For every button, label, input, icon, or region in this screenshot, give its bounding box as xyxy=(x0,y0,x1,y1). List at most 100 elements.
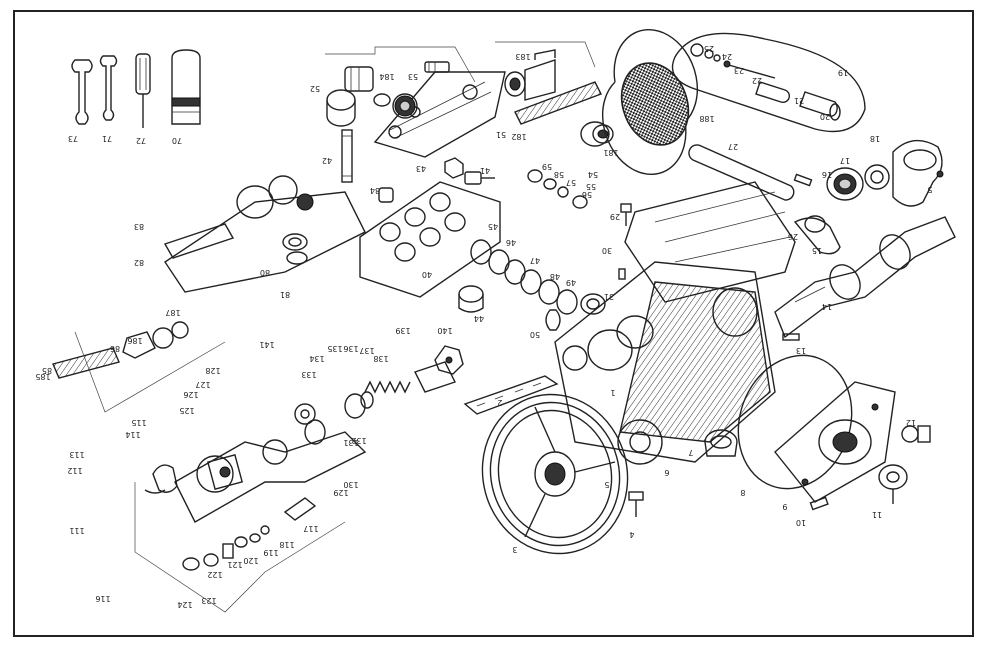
part-label-52: 52 xyxy=(310,84,320,93)
part-label-9: 9 xyxy=(782,502,787,511)
part-label-14: 14 xyxy=(822,302,832,311)
part-label-120: 120 xyxy=(243,556,258,565)
part-label-86: 86 xyxy=(110,344,120,353)
label-plate-82 xyxy=(163,223,235,259)
part-label-81: 81 xyxy=(280,290,290,299)
cylinder-27 xyxy=(688,144,795,201)
part-label-24: 24 xyxy=(722,52,732,61)
part-label-13: 13 xyxy=(796,346,806,355)
unloader-body-83 xyxy=(164,175,366,293)
part-label-137: 137 xyxy=(359,346,374,355)
filter-screen-188 xyxy=(601,28,699,176)
part-label-56: 56 xyxy=(582,190,592,199)
clip-50 xyxy=(545,309,561,331)
lance-117 xyxy=(283,497,317,521)
oil-plug-11 xyxy=(878,464,908,504)
part-label-80: 80 xyxy=(260,268,270,277)
part-label-30: 30 xyxy=(602,246,612,255)
rod-42 xyxy=(341,129,353,183)
oil-cover-plate-29 xyxy=(624,181,796,303)
part-label-3: 3 xyxy=(512,545,517,554)
small-parts-118-124 xyxy=(182,525,270,571)
part-label-72: 72 xyxy=(136,136,146,145)
part-label-124: 124 xyxy=(177,600,192,609)
part-label-115: 115 xyxy=(131,418,146,427)
part-label-31: 31 xyxy=(604,292,614,301)
part-label-16: 16 xyxy=(822,170,832,179)
valve-plug-52 xyxy=(326,89,356,127)
part-label-83: 83 xyxy=(134,222,144,231)
seal-134 xyxy=(344,391,374,419)
part-label-128: 128 xyxy=(205,366,220,375)
part-label-5: 5 xyxy=(604,480,609,489)
part-label-184: 184 xyxy=(379,72,394,81)
part-label-125: 125 xyxy=(179,406,194,415)
base-2 xyxy=(463,375,559,415)
part-label-15: 15 xyxy=(812,246,822,255)
part-label-112: 112 xyxy=(67,466,82,475)
part-label-117: 117 xyxy=(303,524,318,533)
part-label-41: 41 xyxy=(480,166,490,175)
oring-81 xyxy=(286,251,308,265)
end-cover-18 xyxy=(892,139,944,207)
part-label-183: 183 xyxy=(515,52,530,61)
part-label-17: 17 xyxy=(840,156,850,165)
part-label-42: 42 xyxy=(322,156,332,165)
pin-22 xyxy=(723,60,776,79)
part-label-122: 122 xyxy=(207,570,222,579)
tool-puller-70 xyxy=(171,49,201,125)
part-label-182: 182 xyxy=(511,132,526,141)
handwheel-140 xyxy=(434,345,464,375)
part-label-29: 29 xyxy=(610,212,620,221)
part-label-49: 49 xyxy=(566,278,576,287)
part-label-140: 140 xyxy=(437,326,452,335)
part-label-188: 188 xyxy=(699,114,714,123)
part-label-21: 21 xyxy=(794,96,804,105)
part-label-130: 130 xyxy=(343,480,358,489)
part-label-129: 129 xyxy=(333,488,348,497)
part-label-55: 55 xyxy=(586,182,596,191)
part-label-18: 18 xyxy=(870,134,880,143)
bolt-4 xyxy=(628,491,644,517)
part-label-132: 132 xyxy=(351,436,366,445)
part-label-45: 45 xyxy=(488,222,498,231)
part-label-10: 10 xyxy=(796,518,806,527)
part-label-44: 44 xyxy=(474,314,484,323)
part-label-127: 127 xyxy=(195,380,210,389)
part-label-114: 114 xyxy=(125,430,140,439)
part-label-25: 25 xyxy=(704,44,714,53)
part-label-82: 82 xyxy=(134,258,144,267)
fitting-86 xyxy=(122,321,189,359)
spring-stack-137 xyxy=(364,361,456,394)
part-label-50: 50 xyxy=(530,330,540,339)
part-label-131: 131 xyxy=(343,438,358,447)
seal-stack-48 xyxy=(470,239,578,315)
pulley-3 xyxy=(481,393,629,555)
seal-6 xyxy=(617,419,663,465)
manifold-183 xyxy=(495,41,596,101)
pump-head-40 xyxy=(359,181,501,298)
bracket-leader xyxy=(74,331,226,413)
part-label-40: 40 xyxy=(422,270,432,279)
part-label-58: 58 xyxy=(554,170,564,179)
part-label-73: 73 xyxy=(68,134,78,143)
part-label-4: 4 xyxy=(629,530,634,539)
part-label-22: 22 xyxy=(752,76,762,85)
crankcase-1 xyxy=(554,261,776,463)
part-label-123: 123 xyxy=(201,596,216,605)
housing-cover-19 xyxy=(671,32,866,133)
tool-wrench-73 xyxy=(71,59,93,125)
valve-44 xyxy=(458,285,484,313)
nut-141 xyxy=(294,403,316,425)
part-label-136: 136 xyxy=(343,344,358,353)
part-label-1: 1 xyxy=(610,388,615,397)
seal-31 xyxy=(580,293,606,315)
dowel-30 xyxy=(618,268,626,280)
part-label-138: 138 xyxy=(373,354,388,363)
part-label-139: 139 xyxy=(395,326,410,335)
part-label-59: 59 xyxy=(542,162,552,171)
part-label-181: 181 xyxy=(603,148,618,157)
part-label-126: 126 xyxy=(183,390,198,399)
bolt-29 xyxy=(620,203,632,226)
